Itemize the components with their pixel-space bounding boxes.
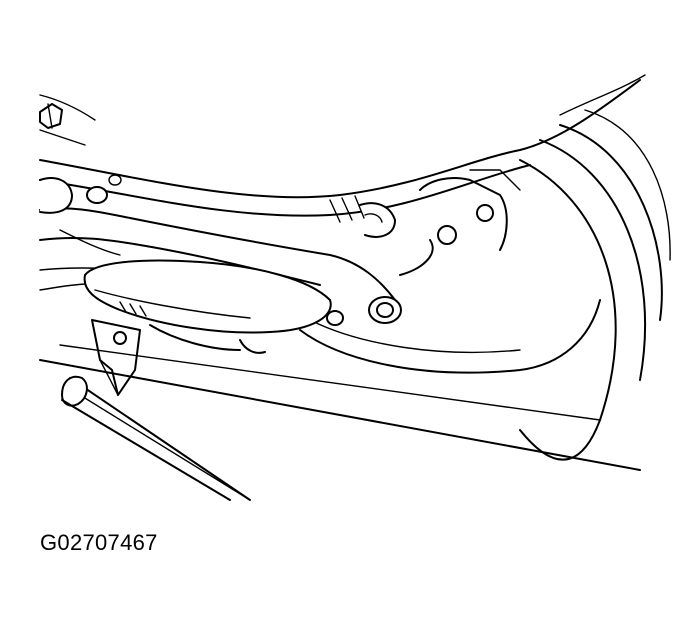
body-panel — [39, 74, 646, 217]
arm-bushing-bolt — [326, 296, 402, 326]
arm-front-bolt — [39, 174, 122, 214]
figure-code: G02707467 — [40, 530, 158, 555]
knuckle-hardware — [359, 169, 521, 276]
top-left-bolt — [39, 103, 63, 129]
spring-seat-plate — [83, 259, 332, 354]
lifting-support — [39, 344, 641, 501]
detail-hatching — [119, 195, 365, 317]
mounting-bracket — [91, 319, 141, 396]
wheel-tire — [299, 109, 671, 461]
